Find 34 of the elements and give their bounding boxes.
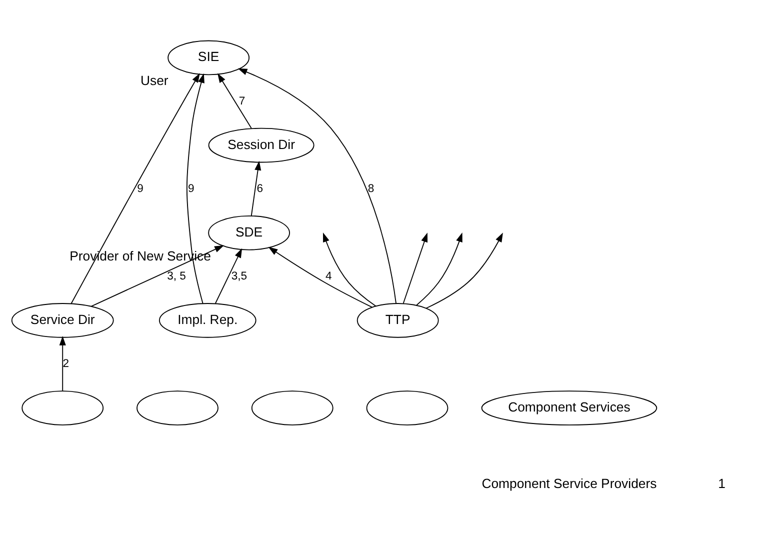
- arrow: [322, 232, 376, 306]
- node-ellipse: [366, 390, 448, 425]
- arrow: [218, 72, 252, 128]
- label: 1: [718, 475, 726, 490]
- node-ellipse: [136, 390, 218, 425]
- node-ellipse: Impl. Rep.: [158, 302, 256, 338]
- arrow: [250, 160, 262, 216]
- edge-label: 3, 5: [167, 270, 186, 282]
- node-label: User: [140, 72, 168, 88]
- edge-label: 9: [188, 182, 194, 194]
- label: Component Service Providers: [482, 475, 657, 490]
- edge-label: 9: [137, 182, 144, 194]
- node-ellipse: Session Dir: [208, 127, 314, 162]
- arrow: [426, 232, 503, 308]
- edge-label: 4: [325, 270, 332, 282]
- edge-label: 2: [62, 358, 70, 370]
- edge-label: 8: [368, 182, 374, 194]
- arrow: [238, 68, 396, 304]
- edge-label: 3,5: [231, 270, 248, 282]
- node-ellipse: SDE: [208, 214, 290, 250]
- node-ellipse: [22, 390, 104, 425]
- arrow: [214, 248, 242, 304]
- edge-label: 7: [238, 94, 246, 107]
- node-ellipse: TTP: [356, 302, 439, 338]
- arrow: [416, 232, 462, 306]
- arrow: [186, 72, 204, 304]
- edge-label: 6: [256, 182, 264, 194]
- node-ellipse: Service Dir: [11, 302, 114, 338]
- arrow: [402, 232, 428, 304]
- node-ellipse: Component Services: [481, 390, 658, 425]
- node-ellipse: [251, 390, 334, 425]
- arrow: [59, 336, 66, 391]
- arrow: [70, 72, 200, 304]
- arrow: [268, 246, 372, 308]
